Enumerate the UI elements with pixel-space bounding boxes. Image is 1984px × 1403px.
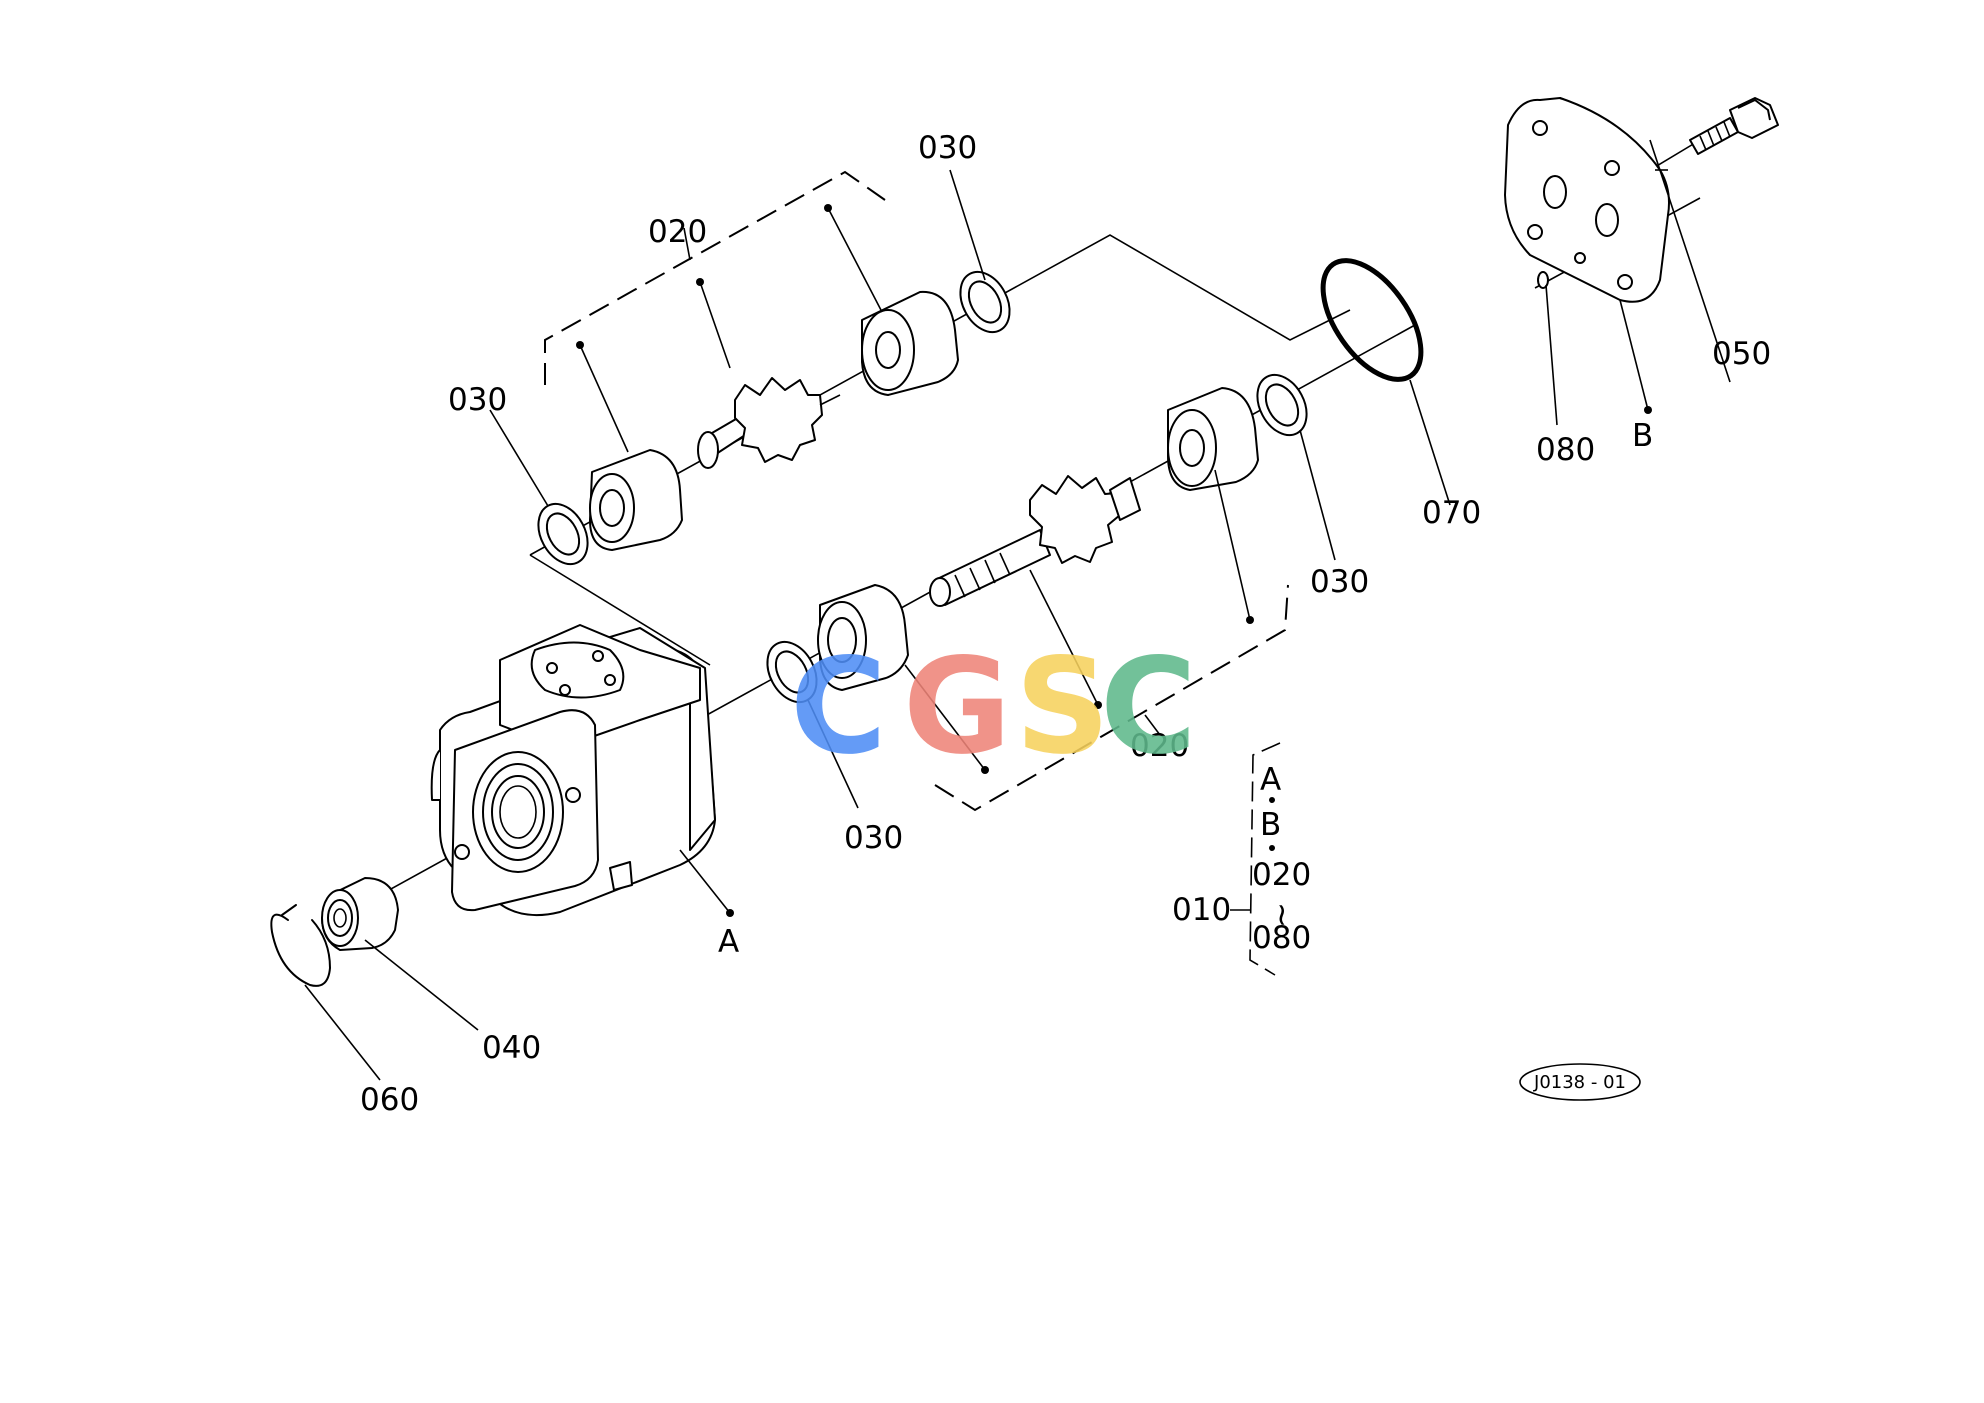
dashed-bracket-top — [544, 170, 886, 385]
assembly-legend: 010 A B 020 ~ 080 — [1172, 742, 1311, 976]
label-050: 050 — [1712, 336, 1771, 372]
dashed-bracket-bottom — [934, 584, 1289, 812]
bolt — [1689, 97, 1779, 155]
label-030-right: 030 — [1310, 564, 1369, 600]
driven-gear-bottom — [929, 475, 1141, 607]
seal-ring-top-left — [537, 502, 589, 566]
label-030-bottom: 030 — [844, 820, 903, 856]
label-060: 060 — [360, 1082, 419, 1118]
bushing-bottom-right — [1167, 387, 1259, 491]
drive-gear-top — [697, 377, 841, 469]
label-070: 070 — [1422, 495, 1481, 531]
label-080: 080 — [1536, 432, 1595, 468]
legend-line-3: 020 — [1252, 857, 1311, 893]
leader-lines — [304, 139, 1731, 1081]
watermark: C G S C — [790, 630, 1197, 784]
legend-line-4: 080 — [1252, 920, 1311, 956]
watermark-letter-2: G — [903, 630, 1011, 784]
bushing-top-right — [861, 290, 959, 396]
seal-ring-bottom-left — [766, 640, 818, 704]
watermark-letter-4: C — [1100, 630, 1197, 784]
label-b: B — [1632, 418, 1653, 454]
legend-line-2: B — [1260, 807, 1281, 843]
label-020-bottom: 020 — [1130, 728, 1189, 764]
legend-tilde: ~ — [1264, 902, 1300, 928]
bearing — [321, 877, 399, 951]
seal-ring-bottom-right — [1256, 373, 1308, 437]
watermark-letter-3: S — [1015, 630, 1110, 784]
label-030-left: 030 — [448, 382, 507, 418]
o-ring — [1320, 258, 1424, 382]
seal-ring-top-right — [959, 270, 1011, 334]
pump-housing — [430, 624, 716, 917]
drawing-code: J0138 - 01 — [1533, 1072, 1626, 1093]
legend-line-1: A — [1260, 762, 1281, 798]
label-a: A — [718, 924, 739, 960]
left-axis-link — [529, 554, 711, 666]
snap-ring — [270, 904, 331, 987]
pin-080 — [1537, 271, 1549, 289]
label-020-top: 020 — [648, 214, 707, 250]
watermark-letter-1: C — [790, 630, 887, 784]
cover-plate — [1504, 97, 1670, 303]
drawing-code-badge: J0138 - 01 — [1519, 1063, 1641, 1101]
label-040: 040 — [482, 1030, 541, 1066]
bushing-top-left — [589, 449, 683, 551]
legend-assembly: 010 — [1172, 892, 1231, 928]
label-030-top: 030 — [918, 130, 977, 166]
bushing-bottom-left — [817, 584, 909, 691]
